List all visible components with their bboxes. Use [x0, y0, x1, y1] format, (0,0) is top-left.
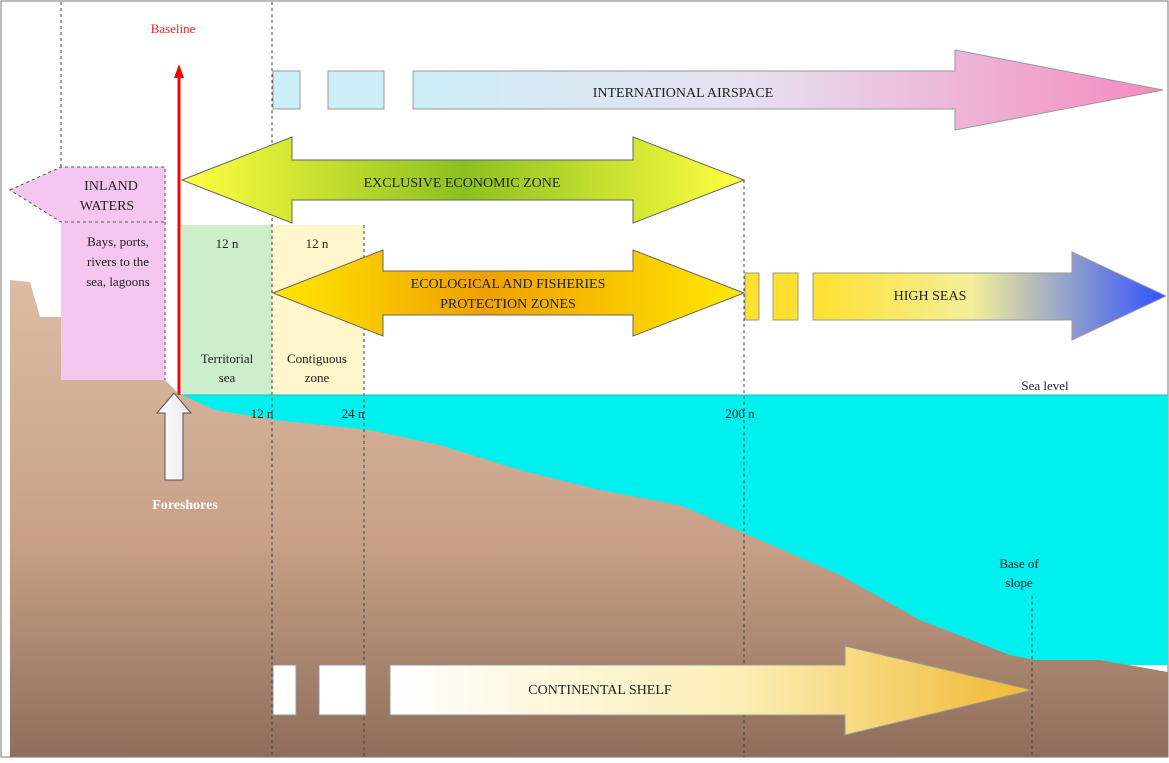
inland-desc-2: rivers to the [87, 254, 149, 269]
high-seas-segment-1 [744, 272, 760, 321]
eez-label: EXCLUSIVE ECONOMIC ZONE [364, 176, 561, 191]
eco-fisheries-label-2: PROTECTION ZONES [440, 297, 576, 312]
baseline-arrowhead [174, 64, 184, 78]
mark-24nm: 24 n [342, 406, 365, 421]
inland-desc-1: Bays, ports, [87, 234, 149, 249]
inland-waters-label-2: WATERS [80, 199, 134, 214]
airspace-segment-2 [327, 70, 385, 110]
eco-fisheries-label-1: ECOLOGICAL AND FISHERIES [411, 277, 606, 292]
territorial-distance-label: 12 n [216, 236, 239, 251]
high-seas-arrow [812, 251, 1168, 341]
airspace-segment-1 [272, 70, 301, 110]
inland-waters-label-1: INLAND [84, 179, 138, 194]
continental-shelf-arrow [389, 645, 1033, 736]
foreshores-label: Foreshores [152, 498, 218, 513]
international-airspace-arrow [412, 49, 1164, 131]
mark-12nm: 12 n [251, 406, 274, 421]
eco-fisheries-arrow [271, 249, 746, 337]
sea-level-label: Sea level [1021, 378, 1069, 393]
eez-arrow [180, 136, 746, 224]
inland-waters-arrow [8, 166, 166, 223]
contiguous-zone-label-1: Contiguous [287, 351, 347, 366]
inland-waters-area [61, 222, 165, 380]
shelf-segment-1 [272, 664, 297, 716]
shelf-segment-2 [318, 664, 367, 716]
international-airspace-label: INTERNATIONAL AIRSPACE [593, 86, 774, 101]
inland-desc-3: sea, lagoons [86, 274, 150, 289]
high-seas-segment-2 [772, 272, 799, 321]
baseline-label: Baseline [151, 21, 196, 36]
seabed-land [10, 280, 1168, 757]
territorial-sea-label-1: Territorial [201, 351, 254, 366]
territorial-sea-area [182, 225, 272, 395]
continental-shelf-label: CONTINENTAL SHELF [528, 683, 672, 698]
mark-200nm: 200 n [725, 406, 755, 421]
territorial-sea-label-2: sea [219, 370, 236, 385]
contiguous-distance-label: 12 n [306, 236, 329, 251]
base-of-slope-label-1: Base of [999, 556, 1039, 571]
high-seas-label: HIGH SEAS [894, 289, 967, 304]
base-of-slope-label-2: slope [1005, 575, 1033, 590]
contiguous-zone-label-2: zone [305, 370, 330, 385]
foreshores-arrow [155, 392, 193, 481]
